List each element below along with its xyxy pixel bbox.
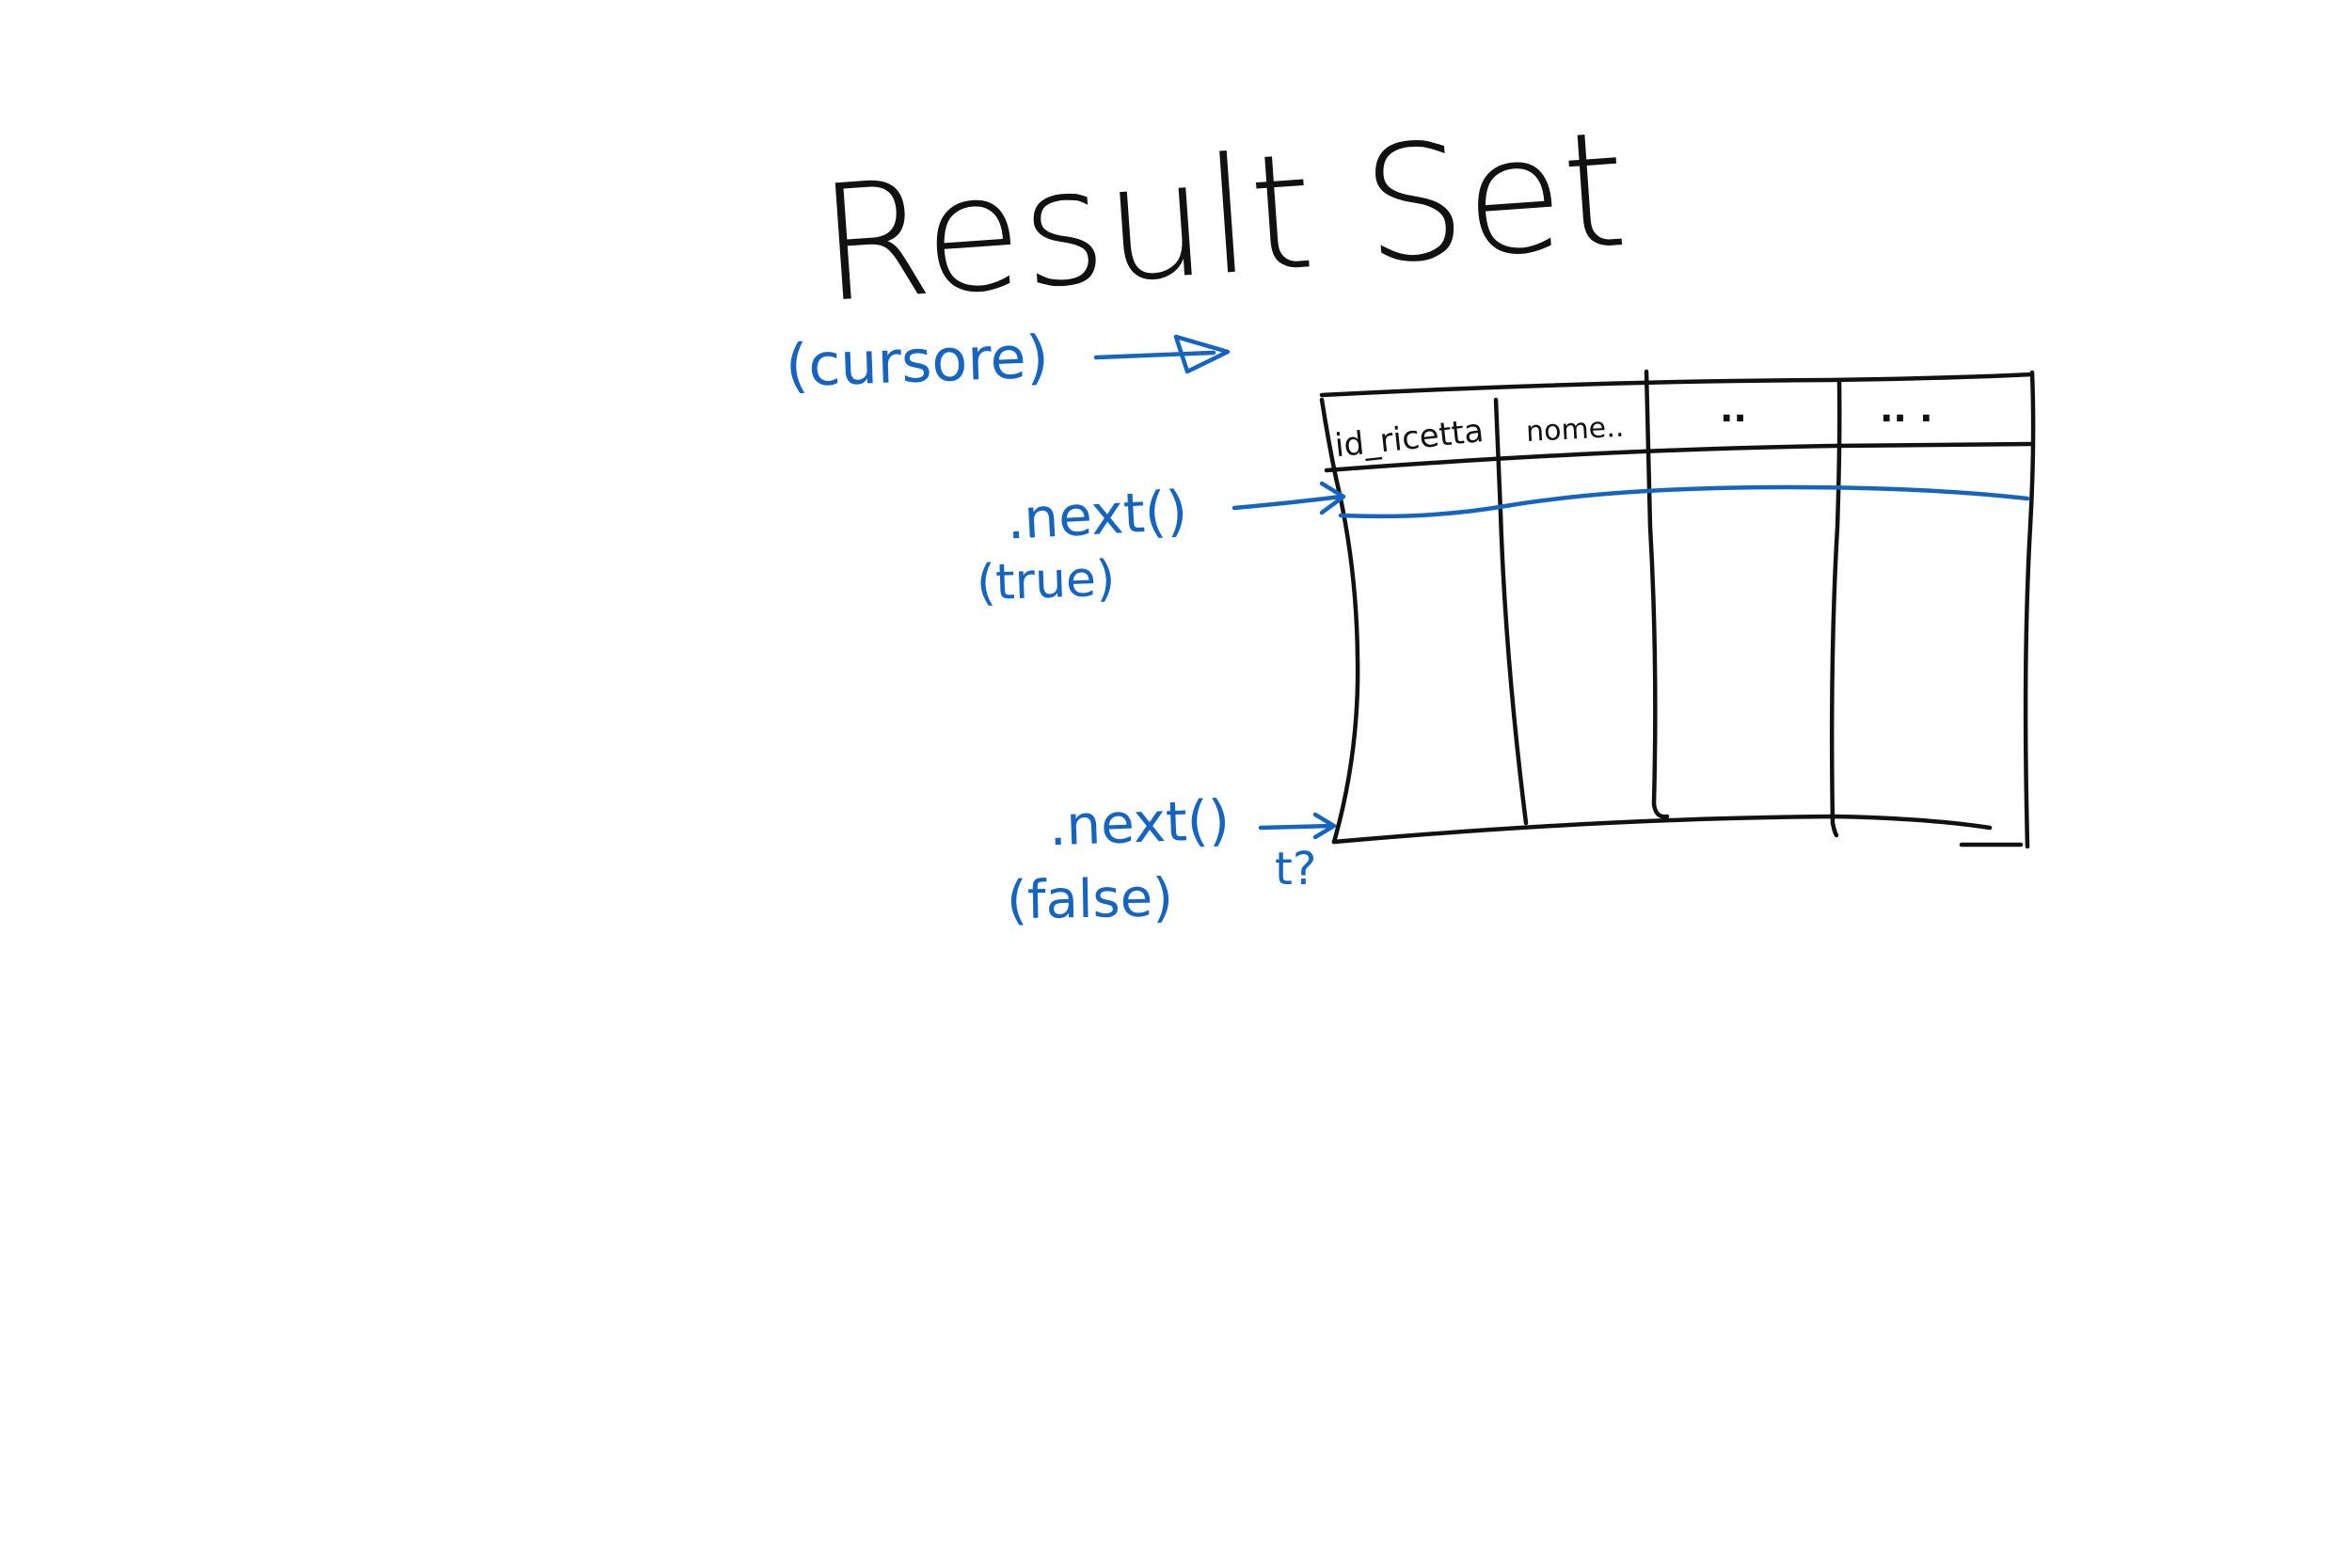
- table-header-col3: ..: [1720, 388, 1747, 430]
- diagram-title: Result Set: [814, 97, 1632, 339]
- table-header-col4: .. .: [1880, 388, 1933, 430]
- table-header-id: id_ricetta: [1333, 412, 1486, 465]
- next-true-arrow: [1232, 481, 1346, 515]
- cursor-arrow: [1093, 334, 1231, 374]
- next-false-result: (false): [1006, 867, 1173, 931]
- next-false-note: t?: [1275, 843, 1316, 895]
- table-header-nome: nome..: [1525, 411, 1625, 449]
- cursor-label: (cursore): [785, 323, 1050, 401]
- next-true-result: (true): [976, 550, 1116, 611]
- result-table: [1319, 369, 2036, 849]
- next-true-call: .next(): [1005, 479, 1188, 552]
- next-false-call: .next(): [1048, 788, 1231, 859]
- next-false-arrow: [1258, 812, 1337, 840]
- current-row-line: [1338, 484, 2030, 519]
